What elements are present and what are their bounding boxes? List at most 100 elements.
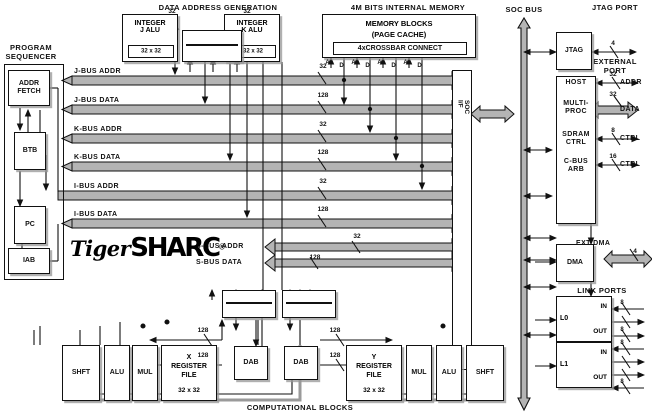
block-addr-fetch[interactable]: ADDR FETCH: [8, 70, 50, 106]
ext-host-signal: ADDR: [620, 79, 642, 86]
section-title-external-port: EXTERNAL PORT: [593, 57, 637, 75]
memory-port-a3: A: [403, 60, 408, 66]
compute-x-alu[interactable]: ALU: [104, 345, 130, 401]
compute-x-register-file[interactable]: X REGISTER FILE 32 x 32: [161, 345, 217, 401]
soc-interface-label: SOC I/F: [456, 100, 471, 115]
memory-port-d2: D: [391, 63, 396, 69]
link-port-l0-label: L0: [560, 315, 569, 322]
dag-crossbar-switch: [182, 30, 242, 62]
memory-port-d1: D: [365, 63, 370, 69]
compute-x-dab[interactable]: DAB: [234, 346, 268, 380]
external-port-block[interactable]: [556, 76, 596, 224]
bus-width-k-addr: 32: [319, 121, 327, 128]
memory-port-a1: A: [351, 60, 356, 66]
ext-sdram-label: SDRAM CTRL: [562, 131, 590, 147]
dma-req-width: 4: [633, 248, 637, 255]
block-dma-label: DMA: [567, 258, 583, 266]
block-integer-j-alu[interactable]: INTEGER J ALU 32 x 32: [122, 14, 178, 62]
compute-y-alu[interactable]: ALU: [436, 345, 462, 401]
page-cache-label: (PAGE CACHE): [371, 30, 427, 39]
bus-width-s-data: 128: [309, 254, 321, 261]
block-addr-fetch-label: ADDR FETCH: [17, 79, 41, 95]
program-sequencer-frame: [4, 64, 64, 280]
section-title-program-sequencer: PROGRAM SEQUENCER: [5, 43, 57, 61]
compute-y-shft[interactable]: SHFT: [466, 345, 504, 401]
link-port-l0-in-label: IN: [600, 303, 608, 310]
link-l1-out-width: 8: [620, 379, 624, 385]
ext-host-label: HOST: [565, 79, 587, 86]
section-title-jtag-port: JTAG PORT: [592, 3, 638, 12]
link-port-l1-out-label: OUT: [593, 374, 607, 381]
link-port-l1[interactable]: L1 IN OUT: [556, 342, 612, 388]
block-jtag-label: JTAG: [564, 46, 584, 54]
compute-x-width-top: 128: [197, 327, 209, 334]
link-port-l0-out-label: OUT: [593, 328, 607, 335]
compute-y-register-file[interactable]: Y REGISTER FILE 32 x 32: [346, 345, 402, 401]
block-pc[interactable]: PC: [14, 206, 46, 244]
bus-label-s-addr: S-BUS ADDR: [196, 243, 244, 250]
block-pc-label: PC: [25, 220, 35, 228]
compute-y-width-bottom: 128: [329, 352, 341, 359]
link-l1-in-width: 8: [620, 340, 624, 346]
section-title-data-address-generation: DATA ADDRESS GENERATION: [158, 3, 278, 12]
bus-j-data: [60, 99, 463, 120]
soc-if-to-bus: [470, 104, 515, 124]
section-title-computational-blocks: COMPUTATIONAL BLOCKS: [246, 403, 354, 412]
compute-y-shft-label: SHFT: [475, 368, 495, 376]
dag-switch-rail: [186, 44, 238, 46]
compute-y-register-file-label: Y REGISTER FILE: [356, 354, 392, 379]
block-dma[interactable]: DMA: [556, 244, 594, 282]
memory-port-a2: A: [377, 60, 382, 66]
tigersharc-logo: TigerSHARC®: [70, 233, 225, 263]
compute-x-mul-label: MUL: [137, 368, 153, 376]
bus-width-j-addr: 32: [319, 63, 327, 70]
compute-y-switch: [282, 290, 336, 318]
compute-x-width-bottom: 128: [197, 352, 209, 359]
memory-port-a0: A: [325, 60, 330, 66]
compute-x-dab-label: DAB: [243, 358, 259, 366]
compute-y-mul[interactable]: MUL: [406, 345, 432, 401]
block-btb[interactable]: BTB: [14, 132, 46, 170]
compute-y-dab[interactable]: DAB: [284, 346, 318, 380]
block-jtag[interactable]: JTAG: [556, 32, 592, 70]
section-title-internal-memory: 4M BITS INTERNAL MEMORY: [350, 3, 466, 12]
link-l0-out-width: 8: [620, 327, 624, 333]
link-port-l0[interactable]: L0 IN OUT: [556, 296, 612, 342]
block-iab-label: IAB: [22, 256, 36, 264]
block-integer-j-alu-label: INTEGER J ALU: [134, 20, 166, 34]
bus-label-j-data: J-BUS DATA: [74, 97, 120, 104]
bus-width-i-addr: 32: [319, 178, 327, 185]
internal-memory-block[interactable]: MEMORY BLOCKS (PAGE CACHE) 4xCROSSBAR CO…: [322, 14, 476, 58]
compute-y-switch-rail: [286, 302, 332, 304]
logo-registered-mark: ®: [218, 242, 225, 252]
bus-width-s-addr: 32: [353, 233, 361, 240]
block-iab[interactable]: IAB: [8, 248, 50, 274]
crossbar-connect[interactable]: 4xCROSSBAR CONNECT: [333, 42, 467, 55]
memory-blocks-label: MEMORY BLOCKS: [365, 19, 433, 28]
compute-x-switch: [222, 290, 276, 318]
memory-port-d3: D: [417, 63, 422, 69]
compute-x-switch-rail: [226, 302, 272, 304]
logo-text-tiger: Tiger: [70, 236, 131, 261]
ext-host-width: 32: [609, 71, 617, 78]
block-btb-label: BTB: [22, 146, 38, 154]
soc-interface-block[interactable]: [452, 70, 472, 370]
compute-x-shft[interactable]: SHFT: [62, 345, 100, 401]
bus-label-k-addr: K-BUS ADDR: [74, 126, 123, 133]
bus-width-j-data: 128: [317, 92, 329, 99]
j-alu-regfile-label: 32 x 32: [140, 48, 162, 55]
section-title-soc-bus: SOC BUS: [505, 5, 543, 14]
crossbar-connect-label: 4xCROSSBAR CONNECT: [357, 44, 443, 52]
memory-port-d0: D: [339, 63, 344, 69]
ext-cbus-width: 16: [609, 153, 617, 160]
ext-sdram-width: 8: [611, 127, 615, 134]
ext-multiproc-label: MULTI- PROC: [563, 100, 589, 116]
dag-width-k: 32: [243, 8, 251, 15]
ext-multiproc-width: 32: [609, 91, 617, 98]
compute-x-mul[interactable]: MUL: [132, 345, 158, 401]
bus-s-data: [264, 253, 463, 273]
bus-label-i-addr: I-BUS ADDR: [74, 183, 119, 190]
compute-x-alu-label: ALU: [109, 368, 125, 376]
bus-i-data: [60, 213, 463, 234]
bus-k-data: [60, 156, 463, 177]
